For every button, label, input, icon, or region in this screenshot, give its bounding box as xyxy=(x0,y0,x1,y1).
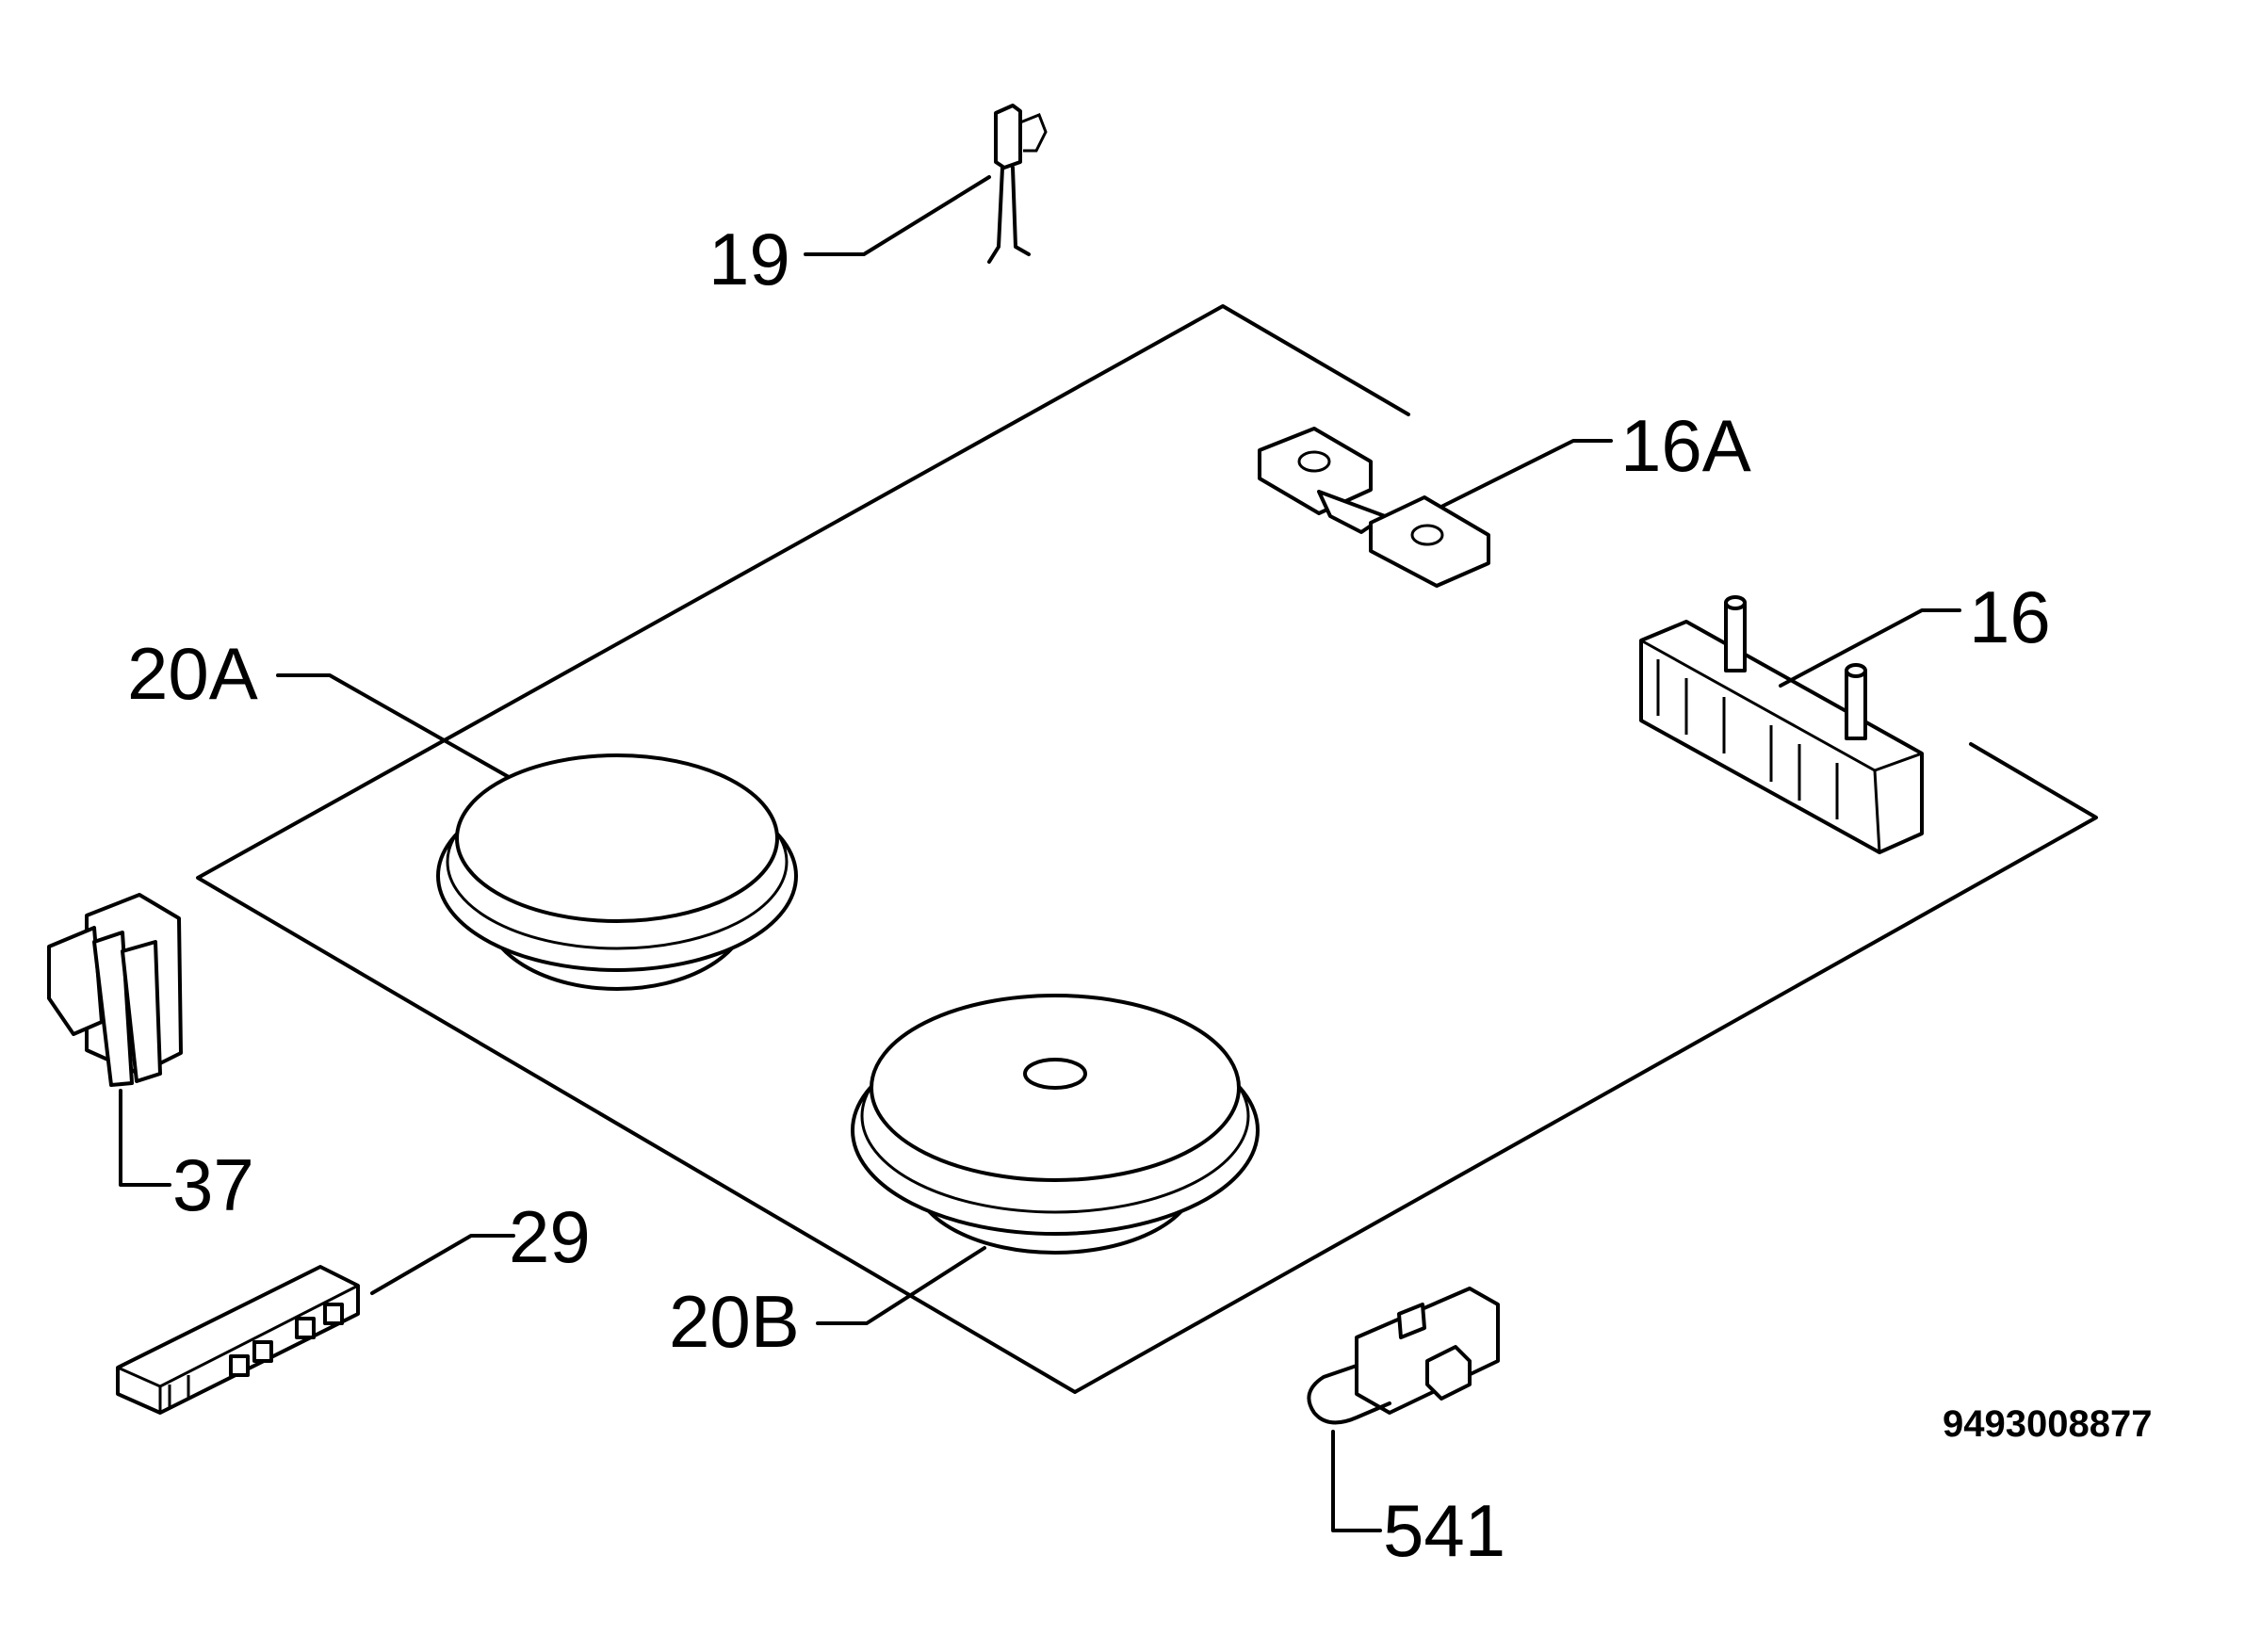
callout-20a: 20A xyxy=(127,632,258,715)
leader-16a xyxy=(1440,439,1613,509)
part-541-connector xyxy=(1307,1287,1500,1425)
leader-541 xyxy=(1331,1430,1382,1532)
leader-16 xyxy=(1779,608,1961,688)
callout-29: 29 xyxy=(509,1195,591,1278)
part-19-probe xyxy=(987,104,1048,264)
callout-16: 16 xyxy=(1969,575,2051,658)
part-20a-hotplate xyxy=(436,753,798,991)
leader-37 xyxy=(119,1089,171,1187)
part-37-clip xyxy=(47,893,183,1087)
leader-20b xyxy=(816,1246,986,1325)
part-16-terminal-block xyxy=(1639,595,1924,854)
part-16a-connector xyxy=(1258,427,1490,588)
callout-19: 19 xyxy=(708,218,790,300)
leader-29 xyxy=(370,1234,515,1295)
leader-19 xyxy=(804,175,991,256)
callout-37: 37 xyxy=(172,1143,254,1226)
hob-plate-outline xyxy=(196,304,2098,1394)
callout-541: 541 xyxy=(1383,1489,1505,1572)
part-20b-hotplate xyxy=(851,994,1260,1255)
leader-lines xyxy=(119,175,1961,1532)
leader-20a xyxy=(276,673,511,779)
part-29-module xyxy=(116,1265,360,1415)
callout-20b: 20B xyxy=(669,1280,800,1363)
callout-16a: 16A xyxy=(1620,404,1751,487)
diagram-code: 9493008877 xyxy=(1943,1403,2152,1445)
